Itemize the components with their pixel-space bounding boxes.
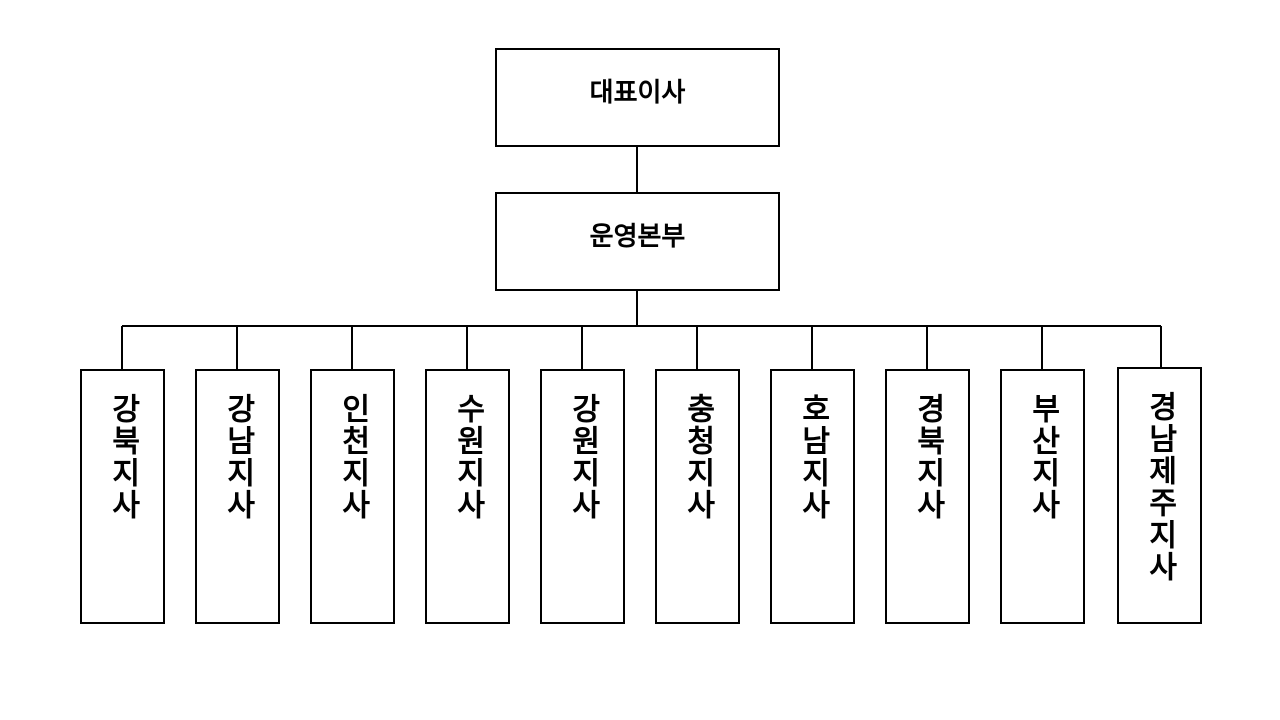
node-branch[interactable]: 충청지사 [655, 369, 740, 624]
node-branch[interactable]: 강원지사 [540, 369, 625, 624]
connector-bus-to-branch [121, 326, 123, 369]
connector-bus-to-branch [926, 326, 928, 369]
node-branch[interactable]: 인천지사 [310, 369, 395, 624]
node-branch-label: 경북지사 [910, 393, 946, 521]
node-branch-label: 강원지사 [565, 393, 601, 521]
node-branch-label: 강남지사 [220, 393, 256, 521]
node-branch-label: 호남지사 [795, 393, 831, 521]
connector-horizontal-bus [122, 325, 1161, 327]
connector-bus-to-branch [236, 326, 238, 369]
node-branch-label: 충청지사 [680, 393, 716, 521]
node-branch[interactable]: 호남지사 [770, 369, 855, 624]
node-branch-label: 강북지사 [105, 393, 141, 521]
node-branch[interactable]: 강북지사 [80, 369, 165, 624]
connector-bus-to-branch [466, 326, 468, 369]
node-branch[interactable]: 경북지사 [885, 369, 970, 624]
node-ceo-label: 대표이사 [589, 78, 686, 108]
connector-bus-to-branch [581, 326, 583, 369]
node-branch-label: 부산지사 [1025, 393, 1061, 521]
connector-bus-to-branch [1041, 326, 1043, 369]
connector-division-to-bus [636, 291, 638, 326]
node-branch-label: 인천지사 [335, 393, 371, 521]
connector-bus-to-branch [351, 326, 353, 369]
node-division[interactable]: 운영본부 [495, 192, 780, 291]
node-branch[interactable]: 강남지사 [195, 369, 280, 624]
node-branch[interactable]: 부산지사 [1000, 369, 1085, 624]
connector-bus-to-branch [696, 326, 698, 369]
node-ceo[interactable]: 대표이사 [495, 48, 780, 147]
node-branch-label: 수원지사 [450, 393, 486, 521]
node-branch[interactable]: 수원지사 [425, 369, 510, 624]
connector-bus-to-branch [811, 326, 813, 369]
connector-ceo-to-division [636, 147, 638, 192]
node-branch-label: 경남제주지사 [1142, 391, 1178, 583]
node-division-label: 운영본부 [589, 222, 686, 252]
node-branch[interactable]: 경남제주지사 [1117, 367, 1202, 624]
connector-bus-to-branch [1160, 326, 1162, 367]
